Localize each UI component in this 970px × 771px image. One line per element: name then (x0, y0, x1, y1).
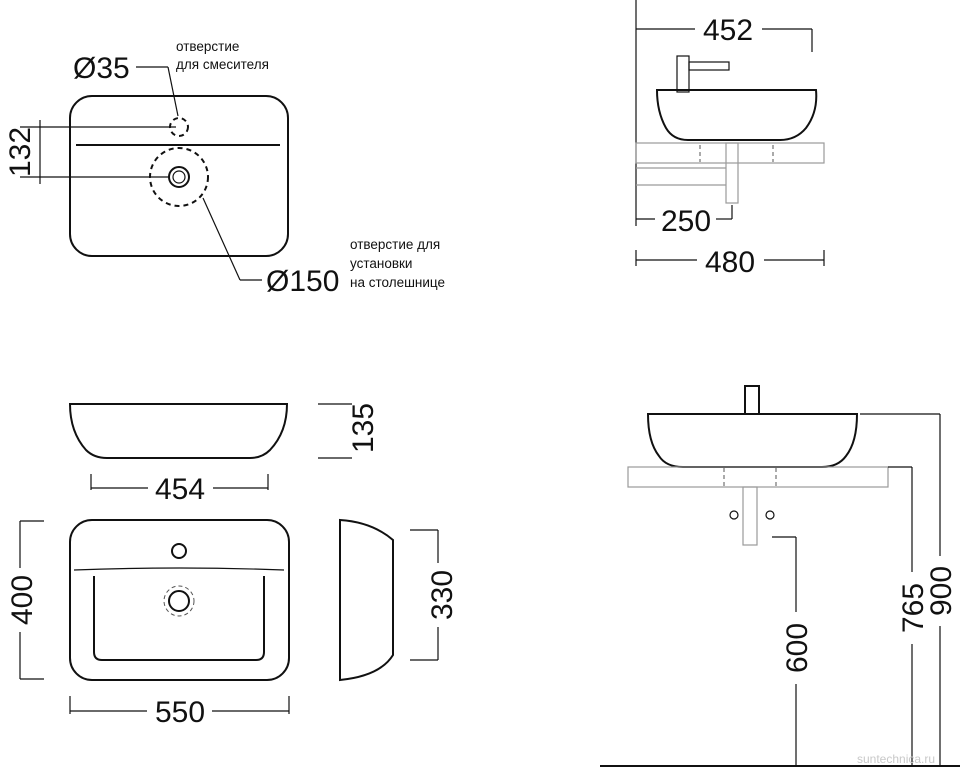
hole-35-label: Ø35 (73, 52, 130, 85)
basin-inner-plan (93, 576, 265, 661)
drain-inner (172, 170, 186, 184)
hole-150-note-2: установки (350, 256, 412, 271)
dim-900-label: 900 (925, 566, 958, 616)
dim-400-label: 400 (6, 575, 39, 625)
hole-35-note-2: для смесителя (176, 57, 269, 72)
front-view: 135 454 (68, 403, 380, 506)
elevation-view: 600 765 900 suntechnica.ru (600, 385, 960, 767)
drain-pipe (725, 142, 739, 204)
bowl-front (68, 403, 289, 459)
hole-150-label: Ø150 (266, 265, 339, 298)
dim-454-label: 454 (155, 473, 205, 506)
mixer-body (676, 55, 690, 93)
leader-150-diagonal (202, 197, 241, 281)
top-view: 132 Ø35 отверстие для смесителя Ø150 отв… (4, 39, 445, 298)
dim-330-label: 330 (426, 570, 459, 620)
mixer-hole-plan (171, 543, 187, 559)
mixer-spout (688, 61, 730, 71)
bowl-elevation (646, 413, 859, 468)
dim-550-label: 550 (155, 696, 205, 729)
basin-profile (339, 518, 394, 682)
drain-pipe-elev (742, 486, 758, 546)
dim-452-label: 452 (703, 14, 753, 47)
bowl-side (655, 89, 818, 141)
profile-view: 330 (339, 518, 459, 682)
hole-150-note-3: на столешнице (350, 275, 445, 290)
dim-250-label: 250 (661, 205, 711, 238)
countertop-side (635, 142, 825, 164)
dim-480-label: 480 (705, 246, 755, 279)
dim-132-label: 132 (4, 127, 37, 177)
basin-rim-plan (73, 567, 285, 571)
hole-150-note-1: отверстие для (350, 237, 440, 252)
drain-outer (168, 166, 190, 188)
dim-600-label: 600 (781, 623, 814, 673)
watermark: suntechnica.ru (857, 752, 935, 766)
drain-ring-plan (163, 585, 195, 617)
side-view-top: 452 250 480 (635, 0, 825, 279)
fixing-bolt-left (729, 510, 739, 520)
basin-outline-plan (69, 519, 290, 681)
countertop-elevation (627, 466, 889, 488)
plan-view: 400 550 (6, 519, 290, 729)
mixer-elevation (744, 385, 760, 415)
basin-outline-top (69, 95, 289, 257)
fixing-bolt-right (765, 510, 775, 520)
leader-35-diagonal (167, 66, 179, 117)
hole-35-note-1: отверстие (176, 39, 239, 54)
drain-plan (168, 590, 190, 612)
dim-135-label: 135 (347, 403, 380, 453)
dim-765-label: 765 (897, 583, 930, 633)
